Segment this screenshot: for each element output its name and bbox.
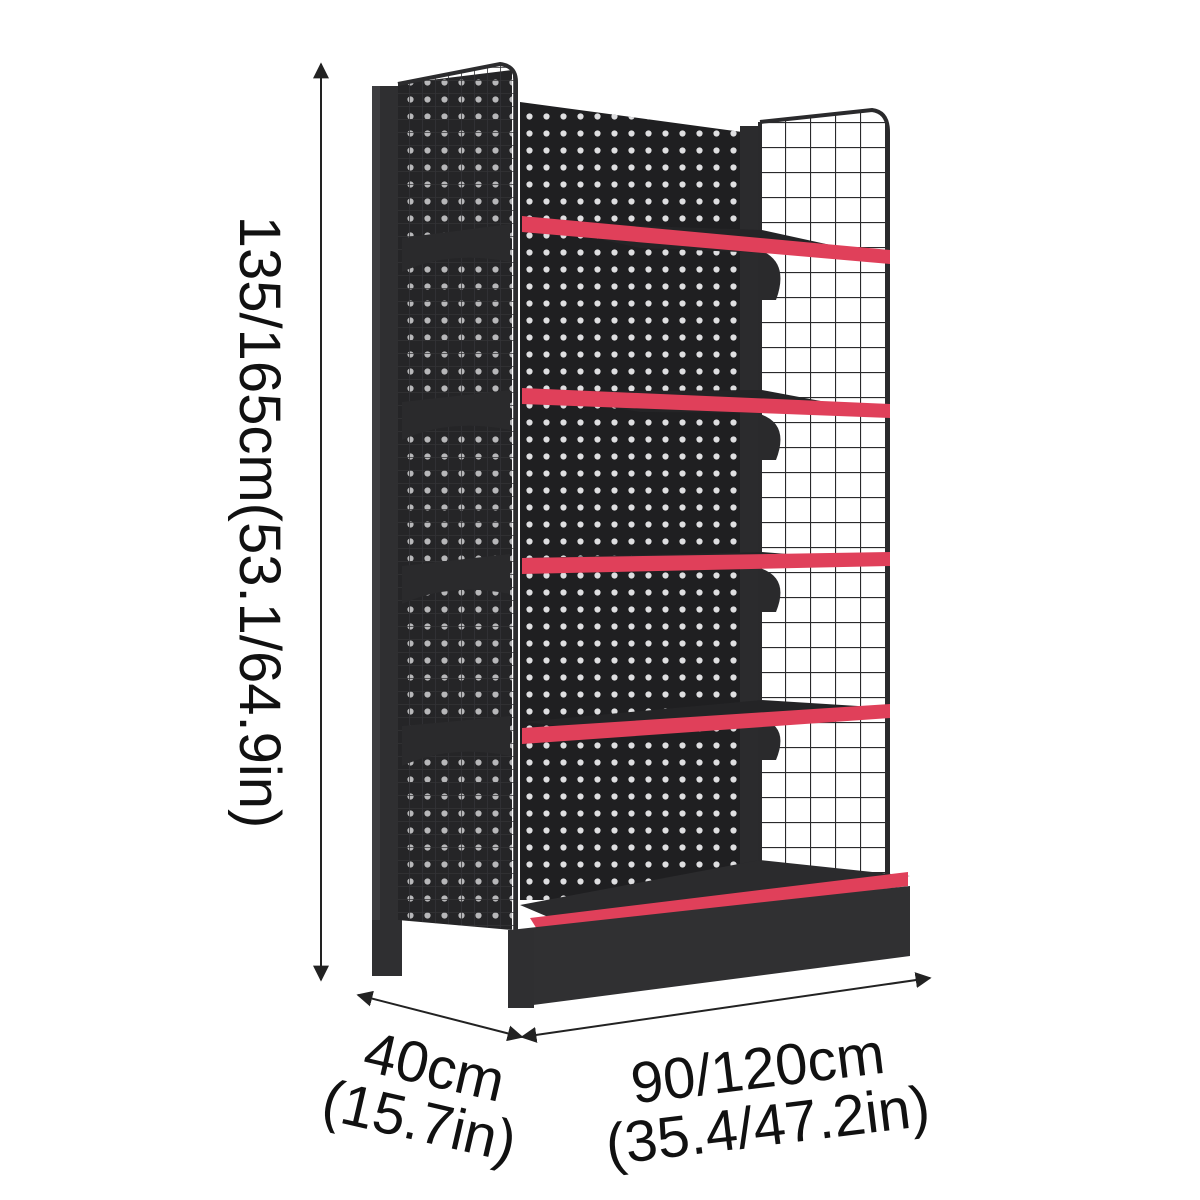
shelf-3-lip [522,552,890,574]
left-wire-panel [398,64,516,930]
shelf-2-lip [522,388,890,418]
height-label: 135/165cm(53.1/64.9in) [227,216,292,829]
right-wire-panel [758,107,890,882]
shelf-4 [522,700,890,760]
front-right-leg [508,930,534,1008]
depth-dimension: 40cm (15.7in) [316,990,524,1175]
base-shelf [510,860,910,1008]
shelf-1 [522,216,890,300]
pegboard-holes [520,102,742,900]
depth-dimension-line [356,990,524,1042]
shelf-2 [522,388,890,460]
height-dimension: 135/165cm(53.1/64.9in) [227,62,329,982]
display-shelf-unit [372,61,910,1008]
shelf-4-lip [522,704,890,744]
width-dimension-line [520,972,932,1043]
width-dimension: 90/120cm (35.4/47.2in) [520,972,933,1178]
left-shelf-brackets [402,224,510,766]
front-left-leg [372,920,402,976]
base-kickplate [510,886,910,1008]
shelf-1-lip [522,216,890,264]
shelf-3 [522,552,890,612]
